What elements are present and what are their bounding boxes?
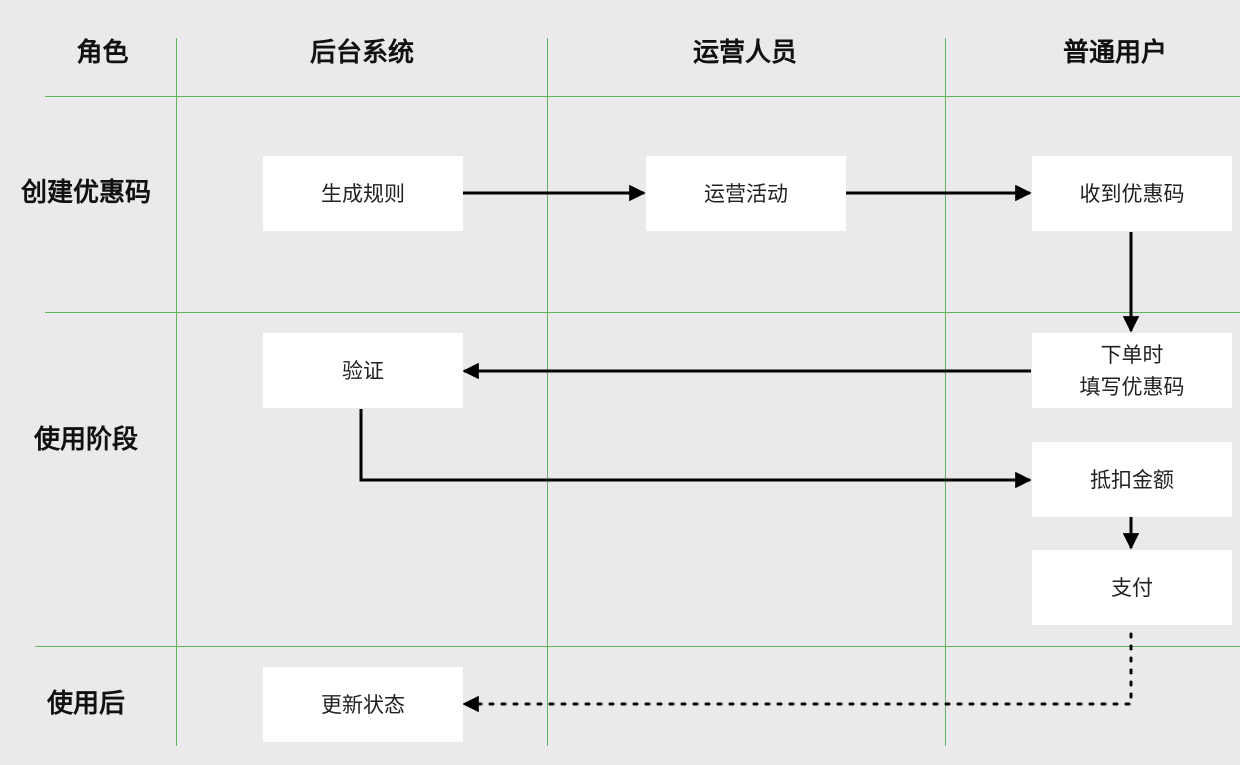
row-divider-use (35, 646, 1240, 647)
lane-divider-operator (945, 38, 946, 746)
node-update-status: 更新状态 (263, 667, 463, 742)
arrow-pay-to-update-dotted (462, 632, 1133, 713)
row-divider-create (45, 312, 1240, 313)
node-deduct: 抵扣金额 (1032, 442, 1232, 517)
lane-divider-backend (547, 38, 548, 746)
node-enter-code: 下单时 填写优惠码 (1032, 333, 1232, 408)
row-label-use: 使用阶段 (33, 425, 138, 455)
header-backend: 后台系统 (309, 38, 414, 68)
node-pay: 支付 (1032, 550, 1232, 625)
node-generate-rules: 生成规则 (263, 156, 463, 231)
arrow-verify-to-deduct (359, 409, 1032, 489)
row-label-after: 使用后 (46, 689, 125, 719)
node-campaign: 运营活动 (646, 156, 846, 231)
node-receive-code: 收到优惠码 (1032, 156, 1232, 231)
header-role: 角色 (76, 38, 129, 68)
header-user: 普通用户 (1062, 38, 1167, 68)
lane-divider-role (176, 38, 177, 746)
header-operator: 运营人员 (692, 38, 797, 68)
row-label-create: 创建优惠码 (20, 178, 151, 208)
row-divider-header (45, 96, 1240, 97)
node-verify: 验证 (263, 333, 463, 408)
